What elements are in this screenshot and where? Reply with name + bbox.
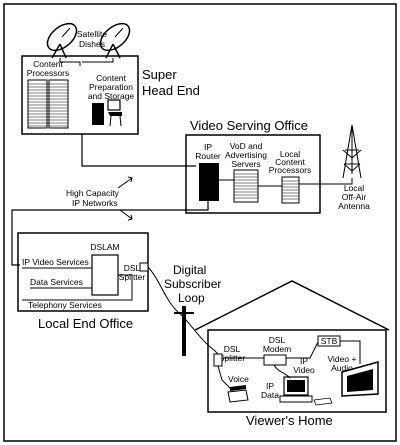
stb-label: STB (321, 336, 338, 346)
super-head-end-box (21, 55, 139, 135)
video-serving-office: Video Serving Office IP Router VoD and A… (185, 118, 321, 214)
local-content-processors-label: Content (275, 157, 305, 167)
high-capacity-networks-label: IP Networks (72, 198, 118, 208)
local-processor-rack-icon (281, 176, 300, 204)
dsl-splitter-icon (139, 262, 149, 272)
video-audio-label: Video + (328, 354, 357, 364)
ip-video-label: Video (293, 365, 315, 375)
dsl-modem-label: Modem (263, 344, 291, 354)
utility-pole-icon (174, 306, 194, 356)
dsl-loop-label: Digital (173, 263, 206, 277)
distribution-link (11, 201, 209, 266)
local-end-office: DSLAM IP Video Services Data Services Te… (17, 232, 149, 331)
local-content-processors-label: Local (280, 149, 300, 159)
off-air-antenna-icon (342, 124, 362, 179)
ip-router-label: Router (195, 151, 221, 161)
super-head-end-title: Super (142, 67, 177, 82)
dsl-modem-label: DSL (269, 335, 286, 345)
home-dsl-splitter-icon (213, 353, 223, 367)
workstation-chair-icon (107, 99, 122, 127)
content-processors-label: Content (33, 59, 63, 69)
viewers-home-title: Viewer's Home (246, 413, 333, 428)
dsl-loop-label: Loop (178, 291, 205, 305)
dsl-splitter-label: DSL (124, 263, 141, 273)
satellite-dishes-label: Satellite (77, 29, 108, 39)
telephony-services-label: Telephony Services (28, 300, 102, 310)
arrow-down-icon (119, 209, 133, 221)
television-icon (341, 361, 379, 397)
video-serving-office-box (185, 134, 321, 214)
ip-video-label: IP (300, 356, 308, 366)
house-body (207, 329, 387, 413)
dsl-splitter-label: Splitter (119, 272, 146, 282)
antenna-link (299, 178, 353, 185)
antenna-label: Off-Air (342, 192, 367, 202)
dslam-icon (91, 254, 119, 296)
video-serving-office-title: Video Serving Office (190, 118, 308, 133)
vod-servers-label: Advertising (225, 150, 267, 160)
dsl-loop-label: Subscriber (164, 277, 221, 291)
vod-servers-label: Servers (231, 159, 260, 169)
data-services-label: Data Services (30, 277, 83, 287)
loop-cable (147, 266, 215, 351)
voice-label: Voice (228, 374, 249, 384)
satellite-dishes-label: Dishes (79, 39, 105, 49)
high-capacity-networks-label: High Capacity (66, 188, 120, 198)
antenna-label: Local (344, 183, 364, 193)
outer-frame (3, 3, 397, 442)
house-roof (194, 280, 390, 331)
arrow-up-icon (117, 176, 133, 189)
dslam-label: DSLAM (90, 242, 119, 252)
vod-server-rack-icon (233, 169, 259, 203)
content-prep-label: Preparation (89, 82, 133, 92)
super-head-end: Satellite Dishes Content Processors Cont… (21, 22, 200, 135)
vod-servers-label: VoD and (230, 141, 263, 151)
satellite-dish-icon (46, 22, 131, 59)
local-end-office-box (17, 232, 149, 312)
ip-data-label: IP (266, 381, 274, 391)
local-content-processors-label: Processors (269, 165, 312, 175)
telephone-icon (227, 385, 249, 403)
antenna-label: Antenna (338, 201, 370, 211)
video-audio-label: Audio (331, 363, 353, 373)
ip-data-label: Data (261, 390, 279, 400)
super-head-end-title: Head End (142, 83, 200, 98)
content-processor-rack-icon (27, 79, 69, 129)
storage-unit-icon (92, 103, 104, 125)
ip-router-icon (199, 163, 219, 201)
content-processors-label: Processors (27, 68, 70, 78)
computer-icon (279, 376, 333, 406)
content-prep-label: Content (96, 73, 126, 83)
local-end-office-title: Local End Office (38, 316, 133, 331)
ip-video-services-label: IP Video Services (22, 257, 89, 267)
content-prep-label: and Storage (88, 91, 135, 101)
backbone-link (81, 134, 196, 167)
home-dsl-splitter-label: DSL (224, 344, 241, 354)
dsl-modem-icon (263, 354, 287, 366)
ip-router-label: IP (204, 142, 212, 152)
viewers-home: DSL Splitter DSL Modem STB IP Video Vide… (194, 280, 390, 428)
